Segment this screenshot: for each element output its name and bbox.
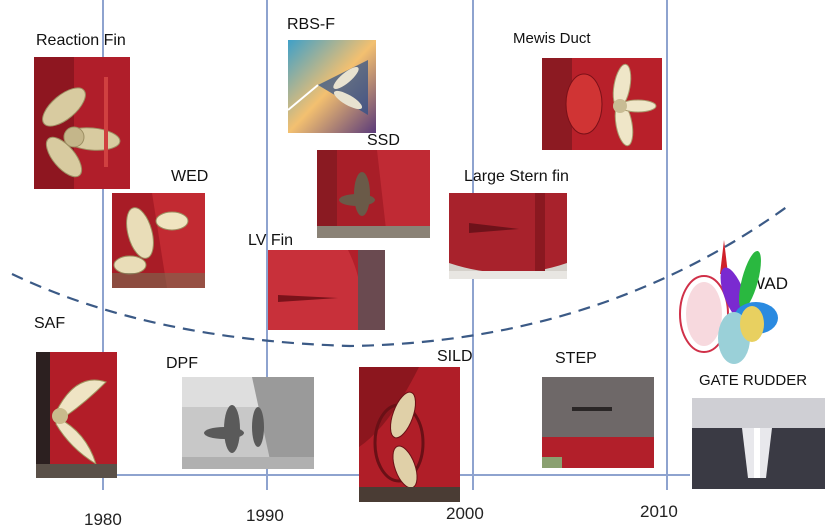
label-mewis-duct: Mewis Duct: [513, 30, 591, 47]
photo-wad: [672, 234, 792, 366]
year-line-1980: [102, 0, 104, 490]
year-label-2000: 2000: [446, 504, 484, 523]
label-wad: WAD: [749, 274, 789, 293]
photo-rbs-f: [288, 40, 376, 133]
label-dpf: DPF: [166, 355, 198, 372]
label-step: STEP: [555, 350, 597, 367]
year-line-2010: [666, 0, 668, 490]
year-line-1990: [266, 0, 268, 490]
photo-step: [542, 377, 654, 468]
label-ssd: SSD: [367, 132, 400, 149]
photo-gate-rudder: [692, 398, 825, 489]
photo-reaction-fin: [34, 57, 130, 189]
label-reaction-fin: Reaction Fin: [36, 32, 126, 49]
photo-wed: [112, 193, 205, 288]
photo-mewis-duct: [542, 58, 662, 150]
photo-large-stern-fin: [449, 193, 567, 279]
photo-dpf: [182, 377, 314, 469]
label-saf: SAF: [34, 315, 66, 332]
label-rbs-f: RBS-F: [287, 16, 335, 33]
label-gate-rudder: GATE RUDDER: [699, 372, 808, 389]
label-sild: SILD: [437, 348, 473, 365]
label-lv-fin: LV Fin: [248, 232, 294, 249]
year-label-2010: 2010: [640, 502, 678, 521]
photo-lv-fin: [268, 250, 385, 330]
year-label-1990: 1990: [246, 506, 284, 525]
photo-sild: [359, 367, 460, 502]
label-wed: WED: [171, 168, 209, 185]
label-large-stern-fin: Large Stern fin: [464, 168, 569, 185]
photo-saf: [36, 352, 117, 478]
year-label-1980: 1980: [84, 510, 122, 529]
photo-ssd: [317, 150, 430, 238]
